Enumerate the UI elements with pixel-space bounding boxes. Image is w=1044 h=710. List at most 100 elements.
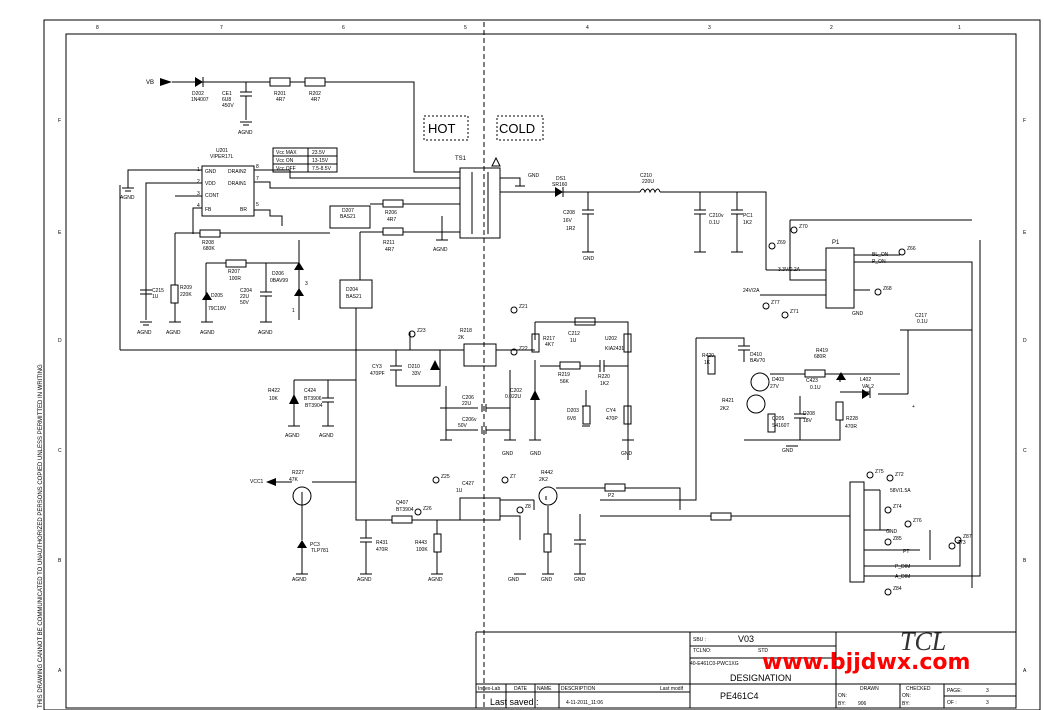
- zener-icon: [297, 540, 307, 548]
- testpoint-label: Z26: [423, 506, 432, 512]
- testpoints: Z21Z22Z23Z25Z26Z7Z8Z66Z68Z69Z70Z71Z72Z73…: [408, 224, 972, 596]
- testpoint-icon: [768, 242, 776, 250]
- svg-text:R420: R420: [702, 353, 714, 359]
- title-block: Index-Lab DATE NAME DESCRIPTION Last mod…: [475, 627, 1016, 708]
- svg-text:BAS21: BAS21: [340, 214, 356, 220]
- svg-text:R206: R206: [385, 210, 397, 216]
- testpoint-icon: [781, 311, 789, 319]
- svg-text:PAGE:: PAGE:: [947, 688, 962, 694]
- svg-text:23.5V: 23.5V: [312, 150, 326, 156]
- svg-text:D205: D205: [211, 293, 223, 299]
- svg-text:27V: 27V: [770, 384, 780, 390]
- testpoint-icon: [954, 536, 962, 544]
- svg-text:DRAWN: DRAWN: [860, 686, 879, 692]
- svg-text:C212: C212: [568, 331, 580, 337]
- svg-text:16V: 16V: [563, 218, 573, 224]
- svg-text:FB: FB: [205, 207, 212, 213]
- tcl-logo: TCL: [900, 627, 946, 656]
- testpoint-icon: [884, 538, 892, 546]
- svg-text:470R: 470R: [376, 547, 388, 553]
- testpoint-icon: [874, 288, 882, 296]
- testpoint-icon: [408, 330, 416, 338]
- svg-text:CY4: CY4: [606, 408, 616, 414]
- svg-text:GND: GND: [528, 173, 540, 179]
- tl431-icon: [530, 390, 540, 400]
- svg-text:100K: 100K: [416, 547, 428, 553]
- svg-text:AGND: AGND: [428, 577, 443, 583]
- svg-text:10K: 10K: [269, 396, 279, 402]
- testpoint-label: Z73: [957, 540, 966, 546]
- svg-text:U201: U201: [216, 148, 228, 154]
- svg-text:NAME: NAME: [537, 686, 552, 692]
- svg-text:1: 1: [292, 308, 295, 314]
- testpoint-icon: [886, 474, 894, 482]
- svg-text:0BAV99: 0BAV99: [270, 278, 288, 284]
- testpoint-icon: [762, 302, 770, 310]
- svg-text:1K2: 1K2: [600, 381, 609, 387]
- svg-text:R201: R201: [274, 91, 286, 97]
- zener-icon: [430, 360, 440, 370]
- svg-text:906: 906: [858, 701, 867, 707]
- transistor-icon: [292, 486, 312, 506]
- svg-text:AGND: AGND: [285, 433, 300, 439]
- svg-text:1U: 1U: [570, 338, 577, 344]
- svg-text:3: 3: [197, 191, 200, 197]
- svg-text:1U: 1U: [456, 488, 463, 494]
- column-marker: 8: [96, 25, 99, 31]
- transformer-ts1: TS1: [455, 156, 501, 239]
- outer-frame: [43, 19, 1041, 710]
- row-marker: A: [58, 668, 62, 674]
- svg-text:450V: 450V: [222, 103, 234, 109]
- svg-text:PC3: PC3: [310, 542, 320, 548]
- svg-text:R219: R219: [558, 372, 570, 378]
- testpoint-label: Z68: [883, 286, 892, 292]
- svg-text:1K2: 1K2: [743, 220, 752, 226]
- svg-text:4R7: 4R7: [311, 97, 320, 103]
- svg-text:22U: 22U: [462, 401, 472, 407]
- testpoint-label: Z85: [893, 536, 902, 542]
- testpoint-label: Z74: [893, 504, 902, 510]
- svg-text:470R: 470R: [845, 424, 857, 430]
- svg-text:GND: GND: [541, 577, 553, 583]
- svg-text:0.1U: 0.1U: [917, 319, 928, 325]
- svg-text:AGND: AGND: [258, 330, 273, 336]
- svg-text:R218: R218: [460, 328, 472, 334]
- side-notice: THIS DRAWING CANNOT BE COMMUNICATED TO U…: [38, 364, 44, 708]
- svg-text:GND: GND: [508, 577, 520, 583]
- svg-text:50V: 50V: [458, 423, 468, 429]
- svg-text:C206v: C206v: [462, 417, 477, 423]
- svg-text:R202: R202: [309, 91, 321, 97]
- svg-text:+: +: [912, 404, 915, 410]
- svg-text:L402: L402: [860, 377, 871, 383]
- svg-text:C210: C210: [640, 173, 652, 179]
- svg-text:C204: C204: [240, 288, 252, 294]
- svg-text:C210v: C210v: [709, 213, 724, 219]
- svg-text:C208: C208: [563, 210, 575, 216]
- svg-text:R217: R217: [543, 336, 555, 342]
- testpoint-icon: [948, 542, 956, 550]
- row-marker: F: [58, 118, 61, 124]
- testpoint-label: Z25: [441, 474, 450, 480]
- svg-text:AGND: AGND: [137, 330, 152, 336]
- testpoint-icon: [904, 520, 912, 528]
- row-marker: E: [58, 230, 62, 236]
- svg-text:470PF: 470PF: [370, 371, 385, 377]
- svg-text:1R2: 1R2: [566, 226, 575, 232]
- svg-text:AGND: AGND: [166, 330, 181, 336]
- svg-text:R227: R227: [292, 470, 304, 476]
- svg-text:Index-Lab: Index-Lab: [478, 686, 500, 692]
- svg-text:C215: C215: [152, 288, 164, 294]
- svg-text:AGND: AGND: [200, 330, 215, 336]
- svg-text:D208: D208: [803, 411, 815, 417]
- svg-text:BAS21: BAS21: [346, 294, 362, 300]
- svg-text:C423: C423: [806, 378, 818, 384]
- svg-text:6U8: 6U8: [222, 97, 231, 103]
- svg-text:C202: C202: [510, 388, 522, 394]
- svg-text:58V/1.5A: 58V/1.5A: [890, 488, 911, 494]
- svg-text:1N4007: 1N4007: [191, 97, 209, 103]
- row-marker: E: [1023, 230, 1027, 236]
- net-vb: VB: [146, 80, 154, 86]
- svg-text:C427: C427: [462, 481, 474, 487]
- svg-text:CONT: CONT: [205, 193, 219, 199]
